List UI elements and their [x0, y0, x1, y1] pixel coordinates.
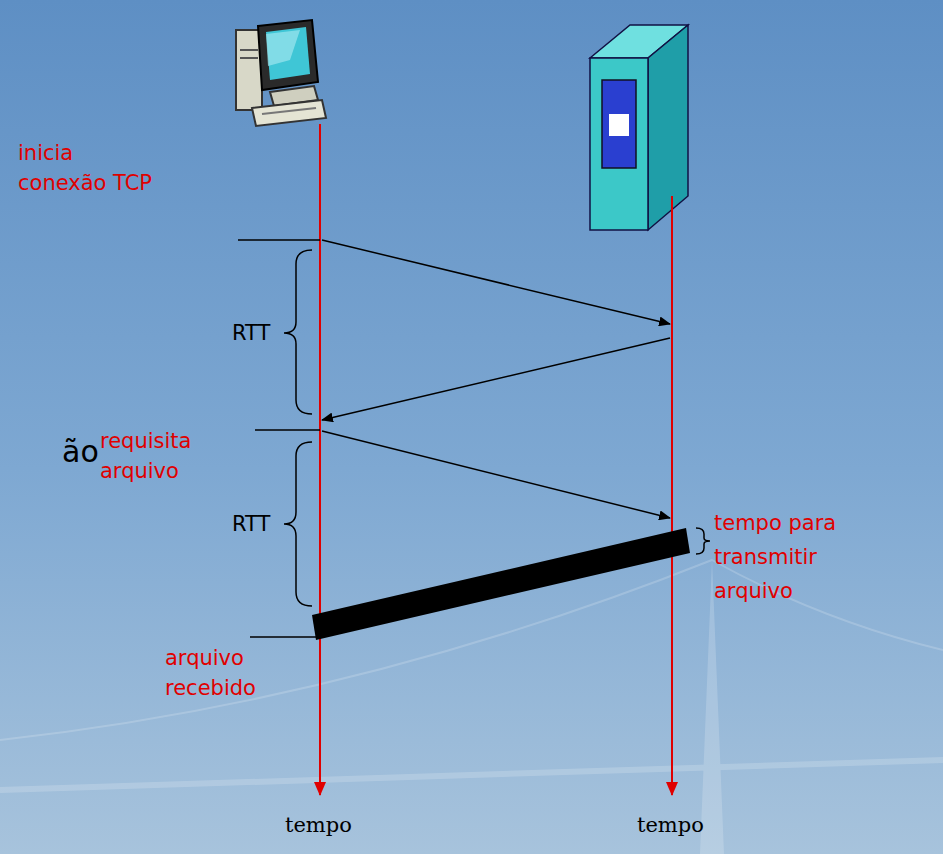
file-transfer-bar	[312, 528, 690, 640]
client-computer-icon	[236, 20, 326, 126]
slide-text-fragment: ão	[62, 434, 99, 470]
tick-line	[250, 636, 318, 638]
event-label: arquivo recebido	[165, 643, 295, 703]
rtt-label: RTT	[232, 509, 270, 539]
event-label: requisita arquivo	[100, 426, 225, 486]
event-label: inicia conexão TCP	[18, 138, 168, 198]
background-bridge	[0, 560, 943, 854]
rtt-label: RTT	[232, 318, 270, 348]
message-arrow	[322, 431, 670, 518]
tick-line	[255, 429, 320, 431]
tick-line	[238, 239, 320, 241]
client-timeline	[319, 124, 321, 795]
rtt-brace	[284, 442, 312, 606]
axis-label: tempo	[637, 812, 704, 838]
message-arrow	[322, 240, 670, 324]
transmit-brace	[696, 528, 710, 554]
message-arrow	[322, 338, 670, 420]
server-icon	[590, 25, 688, 230]
transmit-label: tempo para transmitir arquivo	[714, 506, 864, 608]
server-timeline	[671, 196, 673, 795]
axis-label: tempo	[285, 812, 352, 838]
rtt-brace	[284, 250, 312, 414]
